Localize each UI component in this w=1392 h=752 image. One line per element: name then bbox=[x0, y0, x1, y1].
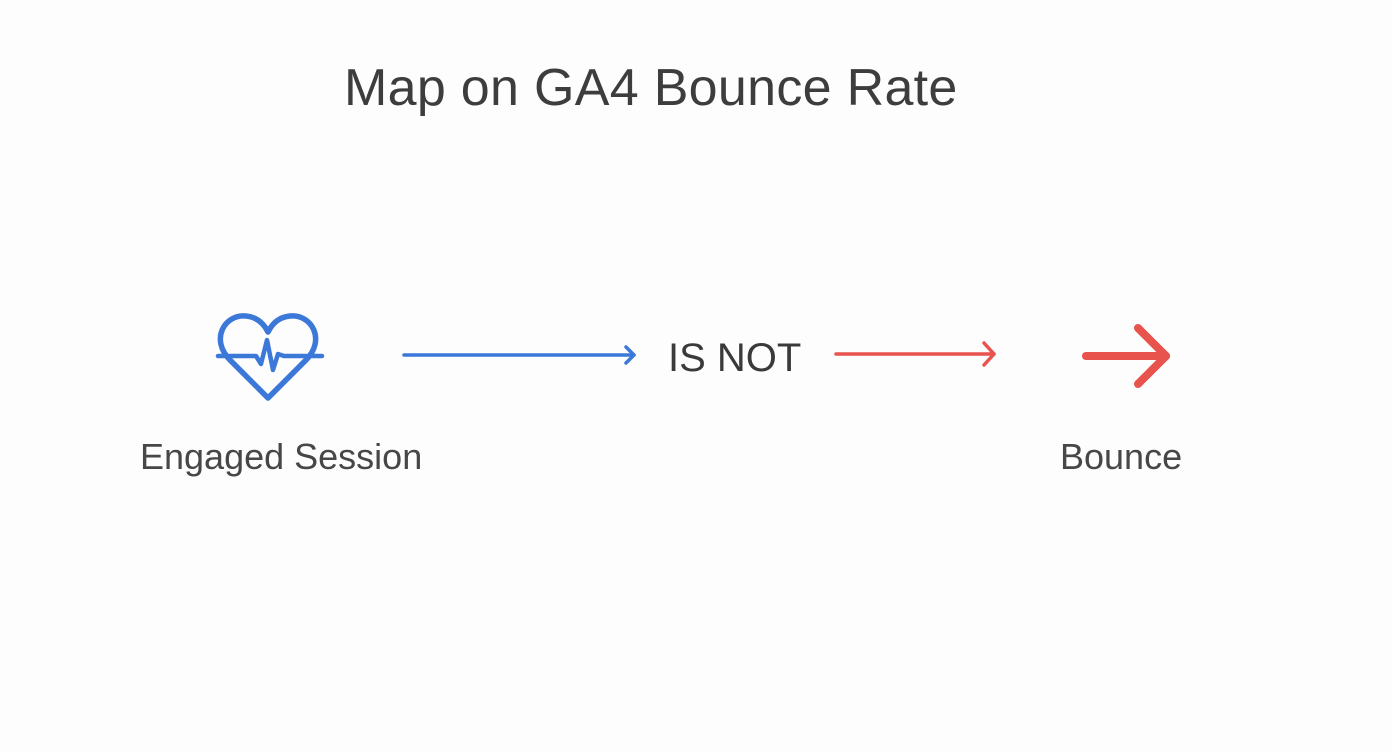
arrow-right-icon bbox=[1082, 324, 1170, 388]
blue-arrow-icon bbox=[402, 345, 636, 365]
heartbeat-icon bbox=[215, 313, 325, 401]
diagram-title: Map on GA4 Bounce Rate bbox=[344, 59, 958, 117]
engaged-session-label: Engaged Session bbox=[140, 436, 423, 477]
connector-label: IS NOT bbox=[668, 336, 802, 380]
bounce-label: Bounce bbox=[1060, 436, 1183, 477]
red-arrow-icon bbox=[834, 341, 996, 367]
